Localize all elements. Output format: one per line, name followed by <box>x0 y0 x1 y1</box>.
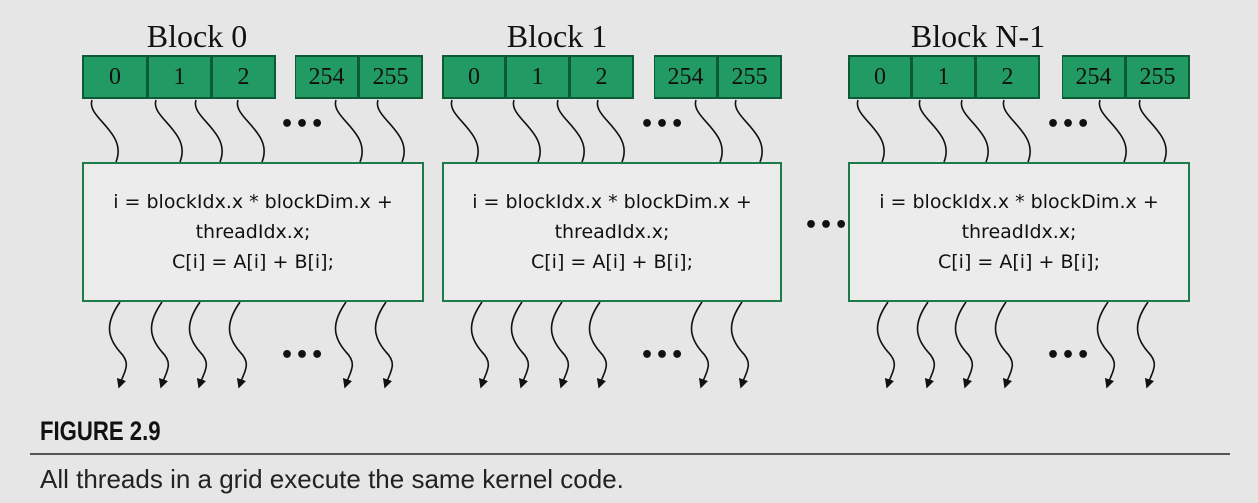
kernel-line-index: i = blockIdx.x * blockDim.x + <box>472 191 752 213</box>
block-n-1-thread-0: 0 <box>848 55 912 99</box>
block-0-thread-1: 1 <box>148 55 212 99</box>
kernel-line-index: i = blockIdx.x * blockDim.x + <box>879 191 1159 213</box>
kernel-line-index: i = blockIdx.x * blockDim.x + <box>113 191 393 213</box>
thread-in-arrow-1-2 <box>556 99 585 163</box>
block-n-1-thread-255: 255 <box>1126 55 1190 99</box>
block-1-thread-1: 1 <box>506 55 570 99</box>
block-0-bottom-ellipsis: ••• <box>280 343 326 368</box>
thread-in-arrow-2-2 <box>960 99 989 163</box>
thread-in-arrow-1-4 <box>694 99 723 163</box>
thread-out-arrow-2-5 <box>1136 301 1156 389</box>
thread-in-arrow-1-1 <box>512 99 541 163</box>
block-1-thread-2: 2 <box>570 55 634 99</box>
block-1-kernel-box: i = blockIdx.x * blockDim.x + threadIdx.… <box>442 162 782 302</box>
thread-in-arrow-2-0 <box>856 99 885 163</box>
thread-out-arrow-0-4 <box>334 301 354 389</box>
thread-out-arrow-0-3 <box>228 301 248 389</box>
figure-caption: All threads in a grid execute the same k… <box>40 464 624 494</box>
kernel-line-threadidx: threadIdx.x; <box>195 221 311 243</box>
kernel-line-threadidx: threadIdx.x; <box>554 221 670 243</box>
block-0-thread-254: 254 <box>295 55 359 99</box>
block-0-title: Block 0 <box>146 18 248 54</box>
thread-out-arrow-1-2 <box>550 301 570 389</box>
kernel-line-threadidx: threadIdx.x; <box>961 221 1077 243</box>
thread-in-arrow-2-1 <box>918 99 947 163</box>
thread-out-arrow-2-2 <box>954 301 974 389</box>
thread-out-arrow-2-1 <box>916 301 936 389</box>
thread-out-arrow-2-4 <box>1096 301 1116 389</box>
block-1-top-ellipsis: ••• <box>640 112 686 137</box>
thread-in-arrow-0-3 <box>236 99 265 163</box>
block-1-title: Block 1 <box>506 18 608 54</box>
thread-in-arrow-2-3 <box>1002 99 1031 163</box>
thread-in-arrow-0-5 <box>376 99 405 163</box>
between-blocks-ellipsis: ••• <box>804 213 850 238</box>
thread-in-arrow-1-0 <box>450 99 479 163</box>
block-1-thread-255: 255 <box>718 55 782 99</box>
block-0-thread-2: 2 <box>212 55 276 99</box>
kernel-line-add: C[i] = A[i] + B[i]; <box>171 251 334 273</box>
thread-out-arrow-2-0 <box>876 301 896 389</box>
thread-out-arrow-0-2 <box>188 301 208 389</box>
caption-divider <box>30 453 1230 455</box>
block-0-kernel-box: i = blockIdx.x * blockDim.x + threadIdx.… <box>82 162 424 302</box>
thread-in-arrow-1-3 <box>596 99 625 163</box>
block-1-thread-254: 254 <box>654 55 718 99</box>
thread-out-arrow-0-5 <box>374 301 394 389</box>
thread-grid-diagram: Block 0 0 1 2 254 255 i = blockIdx.x * b… <box>82 18 1190 389</box>
block-n-1-thread-2: 2 <box>976 55 1040 99</box>
thread-out-arrow-2-3 <box>994 301 1014 389</box>
figure-label: FIGURE 2.9 <box>40 416 161 446</box>
block-0-thread-255: 255 <box>359 55 423 99</box>
thread-in-arrow-1-5 <box>734 99 763 163</box>
block-0-top-ellipsis: ••• <box>280 112 326 137</box>
block-n-1-top-ellipsis: ••• <box>1046 112 1092 137</box>
block-n-1-thread-1: 1 <box>912 55 976 99</box>
block-n-1-thread-254: 254 <box>1062 55 1126 99</box>
block-0-thread-0: 0 <box>82 55 148 99</box>
thread-out-arrow-1-0 <box>470 301 490 389</box>
thread-out-arrow-1-1 <box>510 301 530 389</box>
block-n-1-kernel-box: i = blockIdx.x * blockDim.x + threadIdx.… <box>848 162 1190 302</box>
thread-in-arrow-0-4 <box>334 99 363 163</box>
thread-in-arrow-2-5 <box>1138 99 1167 163</box>
kernel-line-add: C[i] = A[i] + B[i]; <box>937 251 1100 273</box>
thread-arrows <box>90 99 1167 389</box>
thread-out-arrow-0-0 <box>108 301 128 389</box>
thread-out-arrow-0-1 <box>150 301 170 389</box>
thread-in-arrow-0-1 <box>154 99 183 163</box>
kernel-line-add: C[i] = A[i] + B[i]; <box>530 251 693 273</box>
thread-out-arrow-1-4 <box>690 301 710 389</box>
thread-in-arrow-0-2 <box>194 99 223 163</box>
block-n-1-bottom-ellipsis: ••• <box>1046 343 1092 368</box>
thread-in-arrow-2-4 <box>1098 99 1127 163</box>
thread-out-arrow-1-5 <box>730 301 750 389</box>
block-1-thread-0: 0 <box>442 55 506 99</box>
thread-out-arrow-1-3 <box>588 301 608 389</box>
thread-in-arrow-0-0 <box>90 99 119 163</box>
block-1-bottom-ellipsis: ••• <box>640 343 686 368</box>
block-n-1-title: Block N-1 <box>910 18 1046 54</box>
